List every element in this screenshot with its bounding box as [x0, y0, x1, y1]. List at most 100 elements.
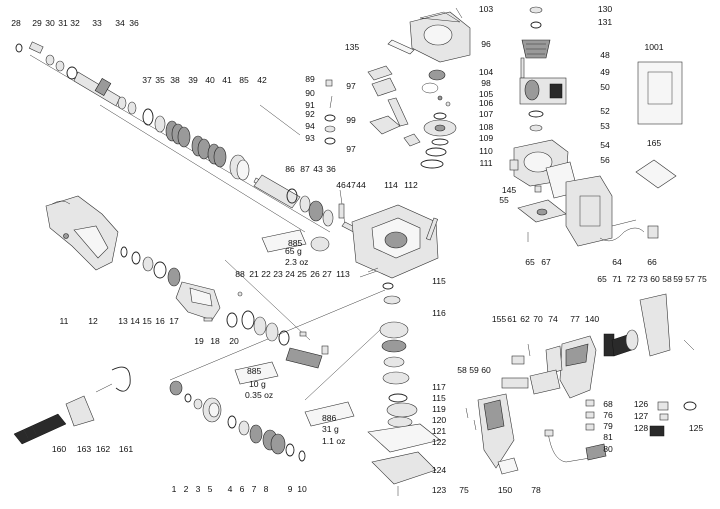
part-label-59: 59	[673, 274, 683, 284]
grease-ounces-886: 1.1 oz	[322, 436, 345, 446]
part-label-115: 115	[432, 393, 446, 403]
part-label-2: 2	[184, 484, 189, 494]
part-label-33: 33	[92, 18, 102, 28]
armature-core-part-50	[519, 77, 567, 105]
pin-part-27	[321, 345, 329, 355]
part-label-36: 36	[326, 164, 336, 174]
ring-part-36	[127, 101, 137, 115]
connector-part-76	[585, 411, 595, 419]
part-label-115: 115	[432, 276, 446, 286]
ring-part-86	[286, 188, 298, 204]
part-label-80: 80	[603, 444, 613, 454]
gasket-part-135	[387, 39, 415, 55]
part-label-5: 5	[208, 484, 213, 494]
part-label-114: 114	[384, 180, 398, 190]
manual-part-1001	[637, 61, 683, 125]
ring-part-110	[425, 147, 447, 157]
part-label-122: 122	[432, 437, 447, 447]
part-label-26: 26	[310, 269, 320, 279]
part-label-87: 87	[300, 164, 310, 174]
side-cover-part-73	[639, 293, 671, 357]
washer-part-31	[55, 60, 65, 72]
part-label-75: 75	[459, 485, 469, 495]
part-label-97: 97	[346, 144, 356, 154]
cover-part-124	[371, 451, 437, 485]
switch-mechanism	[324, 65, 421, 147]
ring-part-24	[278, 330, 290, 346]
pin-part-106	[445, 101, 451, 107]
rear-handle-part-60	[477, 393, 515, 469]
ring-part-36b	[322, 209, 334, 227]
pin-part-19	[203, 317, 213, 322]
part-label-88: 88	[235, 269, 245, 279]
part-label-41: 41	[222, 75, 232, 85]
part-label-53: 53	[600, 121, 610, 131]
part-label-160: 160	[52, 444, 67, 454]
part-label-130: 130	[598, 4, 613, 14]
gear-plate-part-108	[423, 119, 457, 137]
ring-part-107	[433, 112, 447, 120]
screw-part-62	[527, 343, 531, 357]
side-handle-part-160	[13, 413, 67, 445]
chuck-shaft-assembly	[15, 41, 301, 209]
ring-part-32	[66, 66, 78, 80]
part-label-79: 79	[603, 421, 613, 431]
grease-grams-885a: 65 g	[285, 246, 302, 256]
motor-base-part-65	[517, 199, 567, 223]
gear-part-116	[379, 321, 409, 339]
gear-part-117	[382, 371, 410, 385]
grease-ounces-885a: 2.3 oz	[285, 257, 308, 267]
part-label-90: 90	[305, 88, 315, 98]
grease-tube-885a: 885 65 g 2.3 oz	[261, 229, 308, 267]
clip-part-61	[511, 355, 525, 365]
striker-part-26	[285, 347, 323, 369]
motor-housing-part-12	[45, 195, 119, 271]
ring-part-111	[420, 159, 444, 169]
tool-holder-part-18	[175, 281, 221, 321]
switch-part-70	[529, 369, 561, 395]
part-label-103: 103	[479, 4, 494, 14]
part-label-52: 52	[600, 106, 610, 116]
part-label-126: 126	[634, 399, 649, 409]
cord-part-78	[544, 429, 591, 463]
pin-part-105	[437, 95, 443, 101]
part-label-91: 91	[305, 100, 315, 110]
part-label-73: 73	[638, 274, 648, 284]
band-part-161	[111, 366, 131, 392]
part-label-13: 13	[118, 316, 128, 326]
electronics-part-127	[659, 413, 669, 421]
part-label-128: 128	[634, 423, 649, 433]
pad-part-72	[625, 329, 639, 351]
part-label-58: 58	[662, 274, 672, 284]
ring-part-22	[253, 316, 267, 336]
ring-part-16	[153, 261, 167, 279]
part-label-61: 61	[507, 314, 517, 324]
sleeve-part-79	[585, 423, 595, 431]
part-label-120: 120	[432, 415, 447, 425]
ring-part-13	[120, 246, 128, 258]
grease-grams-886: 31 g	[322, 424, 339, 434]
part-label-125: 125	[689, 423, 704, 433]
ring-part-37	[142, 108, 154, 126]
part-label-6: 6	[240, 484, 245, 494]
bearing-part-53	[529, 124, 543, 132]
grease-ounces-885b: 0.35 oz	[245, 390, 273, 400]
part-label-105: 105	[479, 89, 494, 99]
pin-part-55	[534, 185, 542, 193]
part-label-43: 43	[313, 164, 323, 174]
gear-housing-part-114	[351, 204, 439, 279]
part-label-86: 86	[285, 164, 295, 174]
part-label-60: 60	[481, 365, 491, 375]
screw-part-103	[455, 7, 463, 19]
armature-shaft-part-49	[520, 57, 525, 79]
part-label-38: 38	[170, 75, 180, 85]
spring-part-39	[191, 135, 211, 160]
part-label-135: 135	[345, 42, 360, 52]
washer-part-20	[226, 312, 238, 328]
part-label-97: 97	[346, 81, 356, 91]
part-label-76: 76	[603, 410, 613, 420]
ring-part-115b	[388, 393, 408, 403]
lever-part-104	[428, 69, 446, 81]
part-label-18: 18	[210, 336, 220, 346]
part-label-81: 81	[603, 432, 613, 442]
